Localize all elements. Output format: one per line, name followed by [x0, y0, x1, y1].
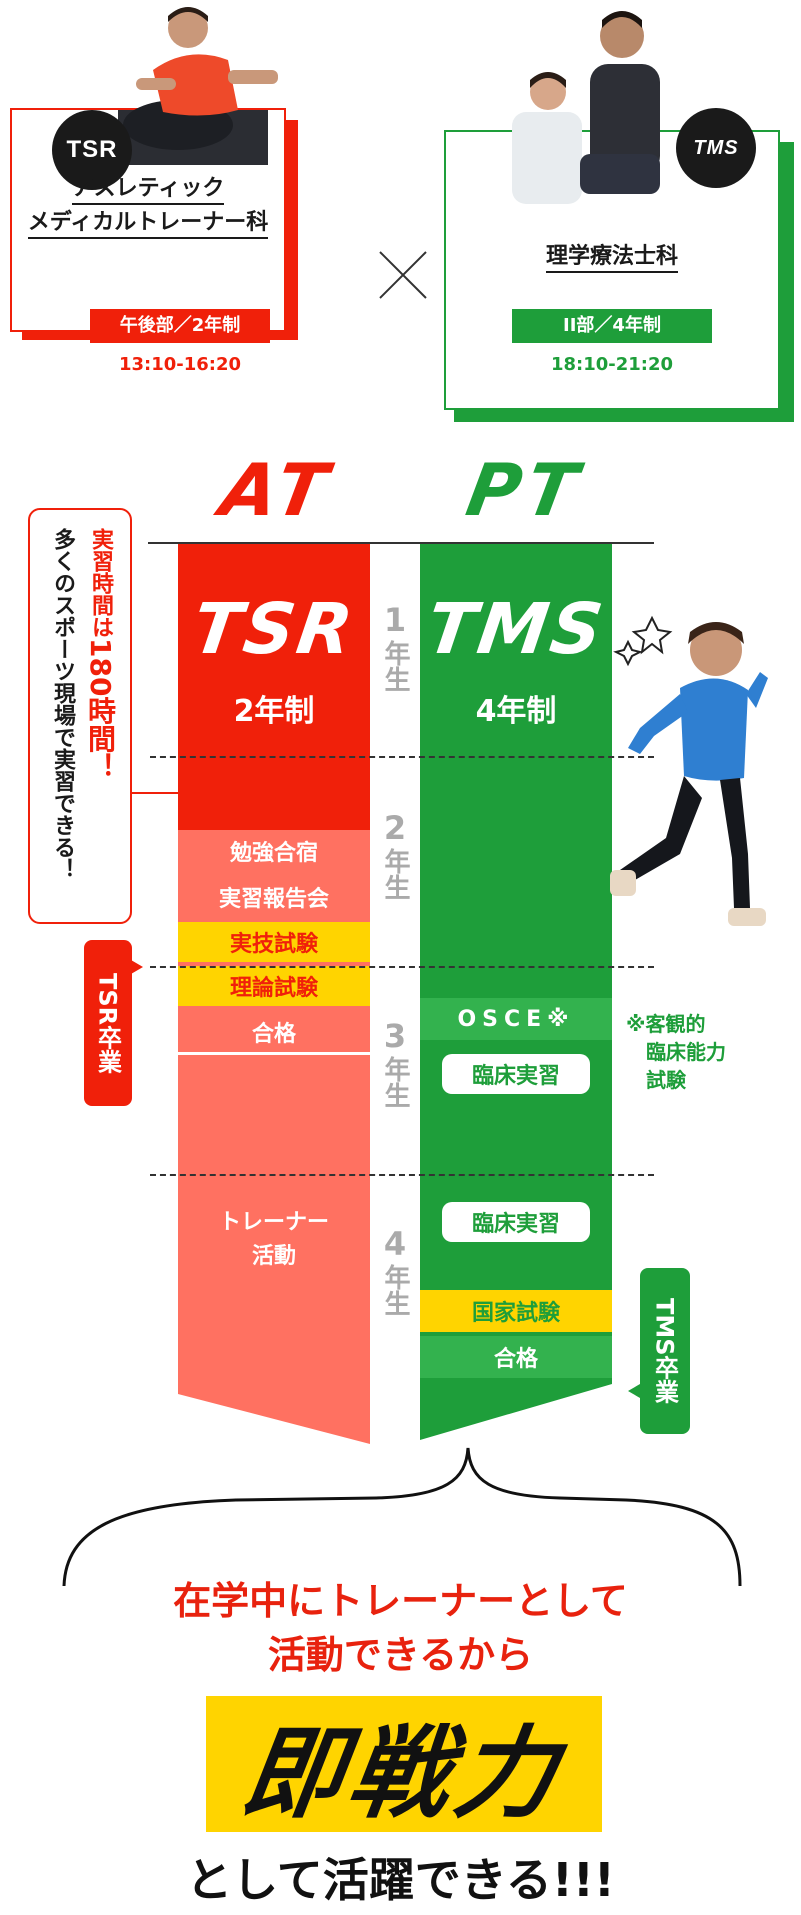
tsr-card-title: アスレティック メディカルトレーナー科 — [10, 172, 286, 240]
tsr-seg-trainer: トレーナー 活動 — [178, 1200, 370, 1280]
year-1: 1 年生 — [375, 600, 415, 692]
headline-keyword: 即戦力 — [235, 1714, 570, 1832]
year-4: 4 年生 — [375, 1224, 415, 1316]
tagline-line1: 在学中にトレーナーとして — [173, 1579, 628, 1623]
callout-col1-tail: 時間！ — [84, 696, 117, 781]
closing-line: として活躍できる!!! — [186, 1853, 615, 1907]
osce-note: ※客観的 臨床能力 試験 — [626, 1010, 726, 1094]
callout-connector — [130, 792, 180, 794]
top-rule — [148, 542, 654, 544]
year-3: 3 年生 — [375, 1016, 415, 1108]
tsr-schedule-pill: 午後部／2年制 — [90, 309, 270, 343]
tsr-seg-pass: 合格 — [178, 1012, 370, 1052]
year-1-txt: 年生 — [380, 640, 410, 692]
tms-clinic-pill-1: 臨床実習 — [442, 1054, 590, 1094]
tsr-time: 13:10-16:20 — [118, 354, 242, 375]
year-4-txt: 年生 — [380, 1264, 410, 1316]
tms-column-sub: 4年制 — [475, 694, 557, 729]
tsr-trainer-line1: トレーナー — [218, 1210, 329, 1235]
tsr-badge: TSR — [52, 110, 132, 190]
callout-col1: 実習時間は180時間！ — [80, 528, 120, 788]
tsr-column-title: TSR — [187, 588, 361, 670]
callout-col1-text: 実習時間は — [88, 528, 113, 638]
tsr-seg-practical: 実技試験 — [178, 922, 370, 962]
year-3-txt: 年生 — [380, 1056, 410, 1108]
tms-clinic-pill-2: 臨床実習 — [442, 1202, 590, 1242]
tagline-line2: 活動できるから — [267, 1633, 534, 1677]
tms-seg-osce: OSCE※ — [420, 998, 612, 1040]
pt-label: PT — [460, 448, 590, 532]
year-2: 2 年生 — [375, 808, 415, 900]
callout-box — [28, 508, 132, 924]
tms-therapist-photo — [512, 11, 660, 204]
year-2-num: 2 — [383, 809, 407, 847]
osce-note-line2: 臨床能力 — [646, 1040, 726, 1064]
year-3-num: 3 — [383, 1017, 407, 1055]
year-2-txt: 年生 — [380, 848, 410, 900]
tsr-seg-camp: 勉強合宿 — [178, 830, 370, 872]
tms-title: 理学療法士科 — [545, 244, 678, 273]
cross-icon — [379, 251, 427, 299]
tsr-tag-arrow — [131, 960, 143, 974]
tsr-title-line2: メディカルトレーナー科 — [27, 210, 269, 239]
divider-year-3-4 — [150, 1174, 654, 1176]
tsr-title-line1: アスレティック — [71, 176, 225, 205]
tms-graduation-text: TMS卒業 — [650, 1298, 679, 1404]
tsr-column-sub: 2年制 — [233, 694, 315, 729]
speech-brace — [62, 1447, 742, 1587]
tms-card-title: 理学療法士科 — [444, 240, 780, 274]
tms-graduation-tag: TMS卒業 — [640, 1268, 690, 1434]
tms-badge-label: TMS — [693, 136, 739, 159]
tms-time: 18:10-21:20 — [550, 354, 674, 375]
tms-schedule-pill: II部／4年制 — [512, 309, 712, 343]
callout-col1-num: 180 — [84, 638, 117, 697]
divider-year-1-2 — [150, 756, 654, 758]
at-label: AT — [214, 448, 340, 532]
tms-seg-exam: 国家試験 — [420, 1290, 612, 1332]
running-student-photo — [610, 615, 768, 926]
tsr-seg-theory: 理論試験 — [178, 966, 370, 1006]
osce-note-line1: ※客観的 — [626, 1012, 706, 1036]
highlight-box: 即戦力 — [206, 1696, 602, 1832]
tsr-trainer-line2: 活動 — [251, 1244, 296, 1269]
tsr-athlete-photo — [118, 7, 278, 165]
tms-tag-arrow — [628, 1384, 640, 1398]
tsr-graduation-tag: TSR卒業 — [84, 940, 132, 1106]
callout-col2: 多くのスポーツ現場で実習できる！ — [50, 528, 75, 880]
tms-seg-pass: 合格 — [420, 1336, 612, 1378]
tsr-seg-report: 実習報告会 — [178, 876, 370, 918]
year-4-num: 4 — [383, 1225, 407, 1263]
year-1-num: 1 — [383, 601, 407, 639]
tsr-graduation-text: TSR卒業 — [93, 972, 122, 1074]
tms-badge: TMS — [676, 108, 756, 188]
tsr-seg-divider — [178, 1052, 370, 1055]
osce-note-line3: 試験 — [646, 1068, 686, 1092]
divider-year-2-3 — [150, 966, 654, 968]
